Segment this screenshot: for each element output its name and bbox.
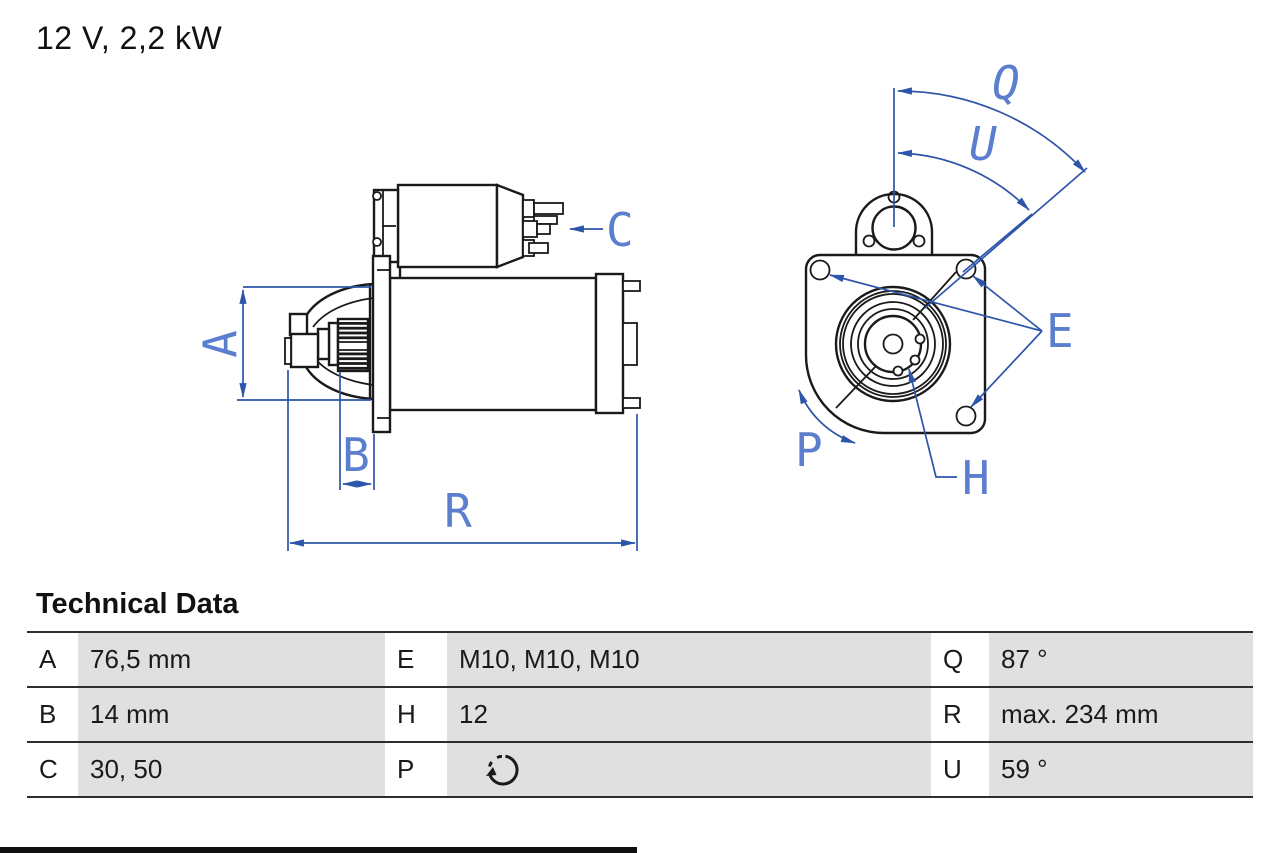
dimension-C: C <box>568 203 634 257</box>
table-value-Q: 87 ° <box>989 633 1253 686</box>
dimension-B: B <box>339 372 375 490</box>
table-value-U: 59 ° <box>989 743 1253 796</box>
table-key-A: A <box>27 633 78 686</box>
table-row: B 14 mm H 12 R max. 234 mm <box>27 686 1253 741</box>
table-key-R: R <box>931 688 989 741</box>
side-view-drawing: A B R C <box>194 183 641 551</box>
table-key-B: B <box>27 688 78 741</box>
table-row: C 30, 50 P U 59 ° <box>27 741 1253 796</box>
dimension-A: A <box>194 286 371 401</box>
technical-data-table: A 76,5 mm E M10, M10, M10 Q 87 ° B 14 mm… <box>27 631 1253 798</box>
rotation-direction-icon <box>486 754 519 785</box>
flange-outline <box>804 253 987 435</box>
page-title: 12 V, 2,2 kW <box>36 20 223 56</box>
pinion-teeth <box>336 317 370 373</box>
drive-end-outline <box>284 282 374 401</box>
bolt-hole-bottom-right <box>955 405 977 427</box>
front-view-drawing: Q U E H P <box>795 56 1088 505</box>
bottom-edge-bar <box>0 847 637 853</box>
dim-label-A: A <box>194 330 248 358</box>
motor-body-outline <box>388 267 641 415</box>
technical-drawing: A B R C <box>194 56 1088 551</box>
dim-label-H: H <box>962 451 990 505</box>
dimension-P: P <box>795 389 857 477</box>
section-heading: Technical Data <box>36 588 239 620</box>
dim-label-C: C <box>606 203 634 257</box>
bolt-hole-top-right <box>955 258 977 280</box>
table-value-E: M10, M10, M10 <box>447 633 931 686</box>
table-value-B: 14 mm <box>78 688 385 741</box>
dim-label-R: R <box>444 484 472 538</box>
table-value-R: max. 234 mm <box>989 688 1253 741</box>
table-value-A: 76,5 mm <box>78 633 385 686</box>
table-row: A 76,5 mm E M10, M10, M10 Q 87 ° <box>27 631 1253 686</box>
table-key-U: U <box>931 743 989 796</box>
mounting-flange-outline <box>368 254 392 434</box>
dim-label-P: P <box>795 423 823 477</box>
dimension-E: E <box>828 274 1074 408</box>
center-bore-circles <box>834 271 957 409</box>
dimension-U: U <box>896 117 1033 273</box>
dimension-Q: Q <box>893 56 1088 309</box>
dimension-H: H <box>908 367 990 505</box>
dim-label-Q: Q <box>992 56 1020 110</box>
dim-label-U: U <box>969 117 997 171</box>
table-key-Q: Q <box>931 633 989 686</box>
dim-label-E: E <box>1046 304 1074 358</box>
bolt-hole-top-left <box>809 259 831 281</box>
table-key-H: H <box>385 688 447 741</box>
table-value-H: 12 <box>447 688 931 741</box>
table-key-P: P <box>385 743 447 796</box>
solenoid-outline <box>372 183 564 269</box>
dim-label-B: B <box>342 428 370 482</box>
table-key-E: E <box>385 633 447 686</box>
table-value-C: 30, 50 <box>78 743 385 796</box>
dimension-R: R <box>287 370 638 551</box>
table-value-P <box>447 743 931 796</box>
table-key-C: C <box>27 743 78 796</box>
